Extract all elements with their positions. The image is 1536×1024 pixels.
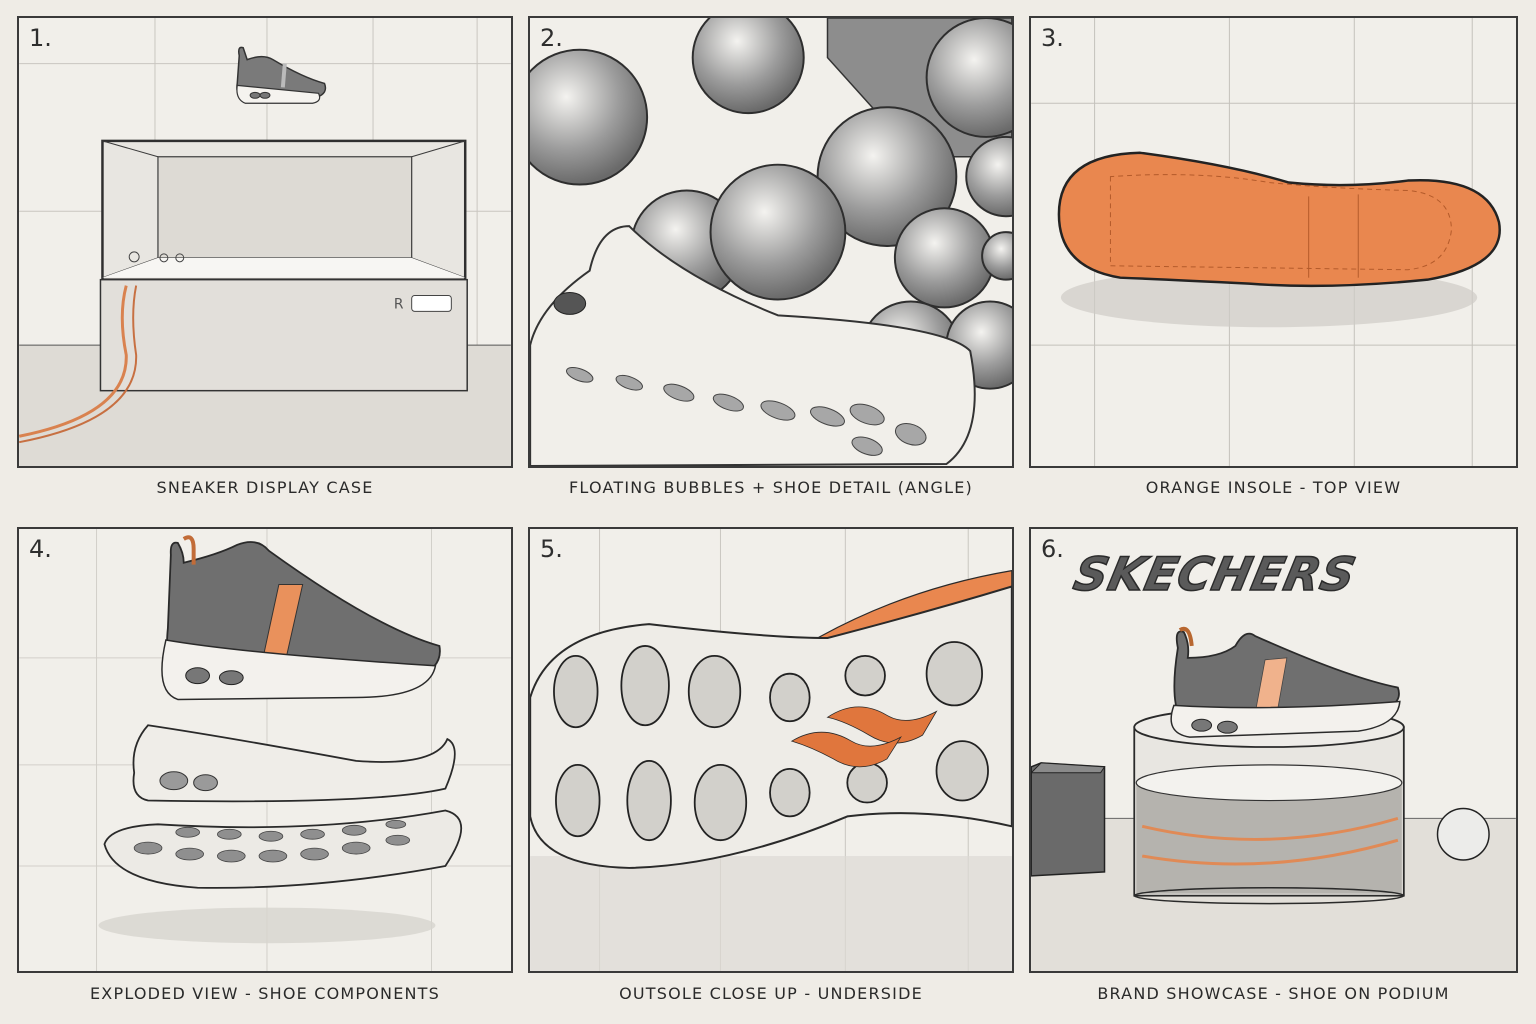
shoe-upper — [161, 535, 441, 701]
panel-number: 2. — [540, 24, 563, 52]
svg-text:R: R — [394, 296, 404, 312]
panel-2-caption: FLOATING BUBBLES + SHOE DETAIL (ANGLE) — [569, 478, 973, 497]
shoe-midsole — [132, 724, 456, 803]
brand-logo: SKECHERS — [1069, 546, 1362, 602]
panel-4-exploded-view: 4. — [17, 527, 513, 973]
panel-3-caption: ORANGE INSOLE - TOP VIEW — [1145, 478, 1402, 497]
showcase-shoe — [1170, 626, 1401, 738]
insole-illustration — [1031, 18, 1516, 466]
cube — [1031, 762, 1106, 877]
sphere — [1436, 807, 1490, 861]
panel-5-outsole-closeup: 5. — [528, 527, 1014, 973]
outsole-illustration — [530, 529, 1012, 971]
orange-brand-stripes — [790, 706, 938, 768]
panel-5-caption: OUTSOLE CLOSE UP - UNDERSIDE — [619, 984, 923, 1003]
panel-2-bubbles: 2. — [528, 16, 1014, 468]
panel-1-caption: SNEAKER DISPLAY CASE — [156, 478, 374, 497]
panel-number: 6. — [1041, 535, 1064, 563]
floating-shoe — [236, 46, 327, 104]
panel-number: 1. — [29, 24, 52, 52]
panel-1-display-case: 1. R — [17, 16, 513, 468]
display-case-illustration: R — [19, 18, 511, 466]
outsole-shape — [530, 585, 1012, 869]
panel-3-insole: 3. — [1029, 16, 1518, 468]
exploded-view-illustration — [19, 529, 511, 971]
panel-6-caption: BRAND SHOWCASE - SHOE ON PODIUM — [1097, 984, 1450, 1003]
panel-number: 4. — [29, 535, 52, 563]
bubbles-illustration — [530, 18, 1012, 466]
panel-4-caption: EXPLODED VIEW - SHOE COMPONENTS — [90, 984, 440, 1003]
orange-insole — [1057, 151, 1501, 288]
shoe-outsole — [103, 809, 462, 889]
podium — [1133, 706, 1405, 905]
panel-number: 5. — [540, 535, 563, 563]
podium-illustration — [1031, 626, 1516, 971]
panel-6-brand-showcase: 6. SKECHERS — [1029, 527, 1518, 973]
panel-number: 3. — [1041, 24, 1064, 52]
